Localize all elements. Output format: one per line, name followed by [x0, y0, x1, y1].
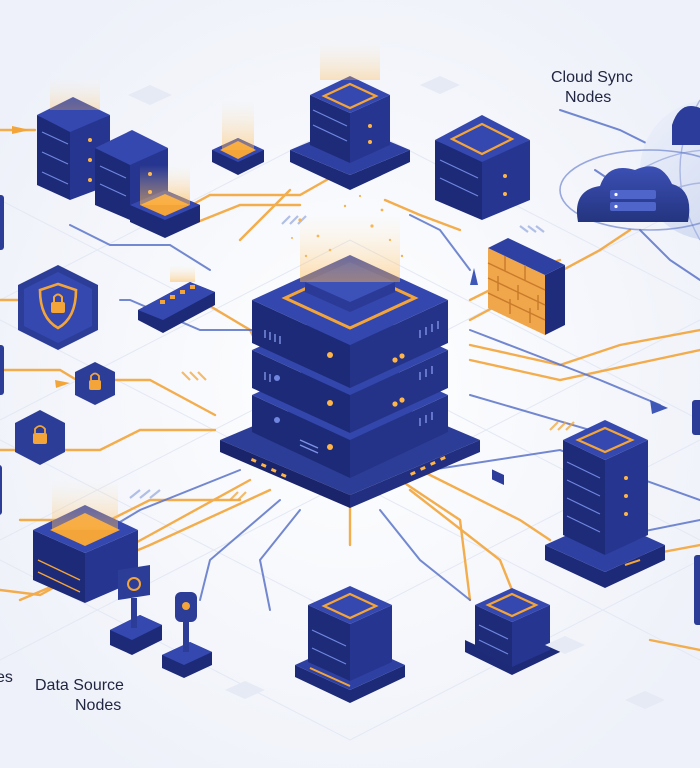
edge-nodes-label-fragment: es: [0, 669, 13, 686]
edge-device-left: [0, 195, 4, 515]
server-stack-bottom-right: [465, 588, 560, 675]
server-stack-bottom-center: [295, 586, 405, 703]
lock-icon: [15, 410, 65, 465]
floor-tiles: [128, 76, 665, 709]
sensor-node-icon: [162, 592, 212, 678]
firewall-brick-icon: [487, 238, 565, 486]
cloud-server-icon: [576, 106, 700, 222]
server-stack-top-right: [435, 115, 530, 220]
central-server-stack: [220, 215, 480, 508]
data-source-label-line1: Data Source: [35, 677, 124, 694]
server-stack-top-center: [290, 40, 410, 190]
cloud-sync-label-line2: Nodes: [565, 89, 612, 106]
chip-node-top: [212, 100, 264, 175]
server-node-small-orange: [130, 165, 200, 238]
network-switch-icon: [138, 265, 215, 333]
shield-lock-icon: [18, 265, 98, 350]
cloud-sync-label-line1: Cloud Sync: [551, 69, 633, 86]
cloud-sync-nodes-label: Cloud Sync Nodes: [551, 68, 633, 108]
data-source-label-line2: Nodes: [75, 697, 122, 714]
data-source-nodes-label: Data Source Nodes: [35, 676, 124, 716]
edge-device-right: [692, 400, 700, 625]
sensor-node-icon: [110, 565, 162, 655]
server-stack-top-left: [37, 78, 110, 200]
lock-icon: [75, 362, 115, 405]
flow-chevrons: [129, 215, 575, 501]
server-stack-right-tall: [545, 420, 665, 588]
